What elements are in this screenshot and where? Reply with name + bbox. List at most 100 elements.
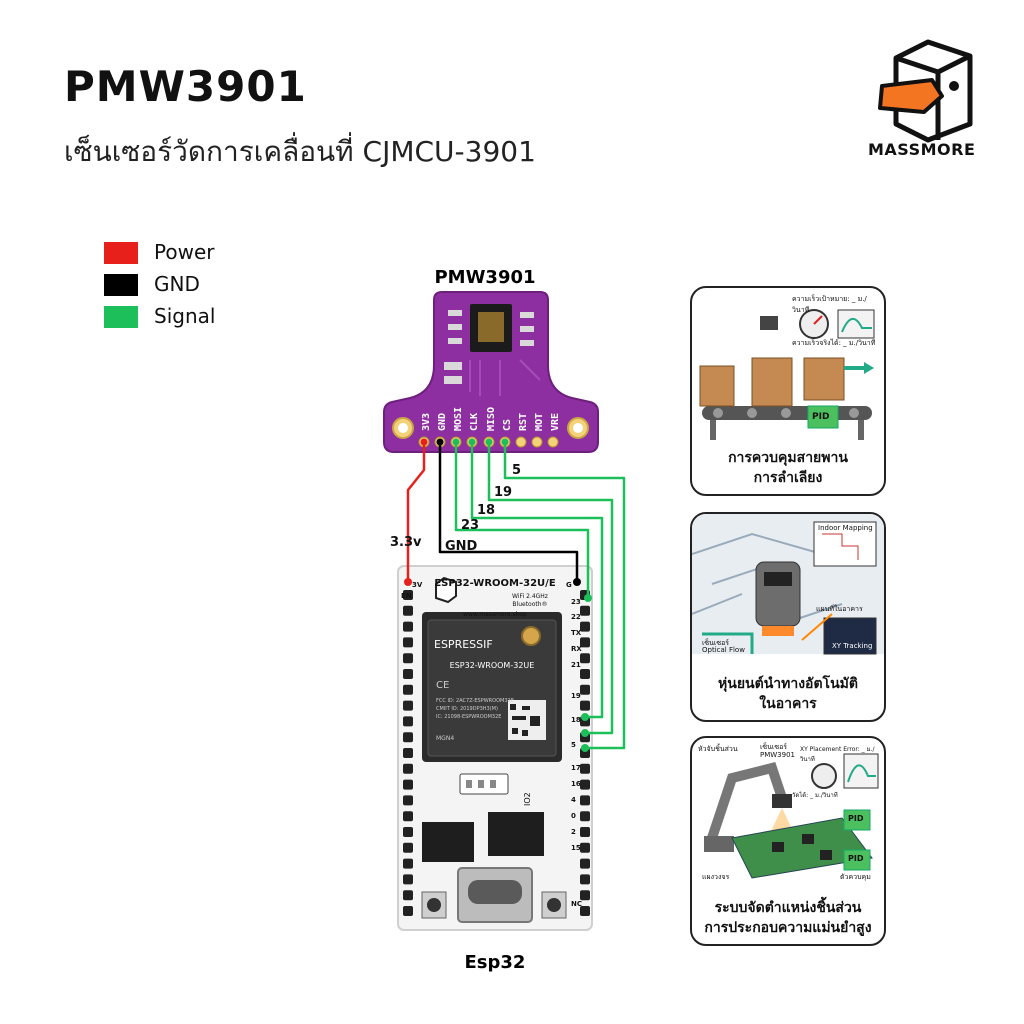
massmore-logo bbox=[878, 39, 973, 143]
panel-label: วัดได้: _ ม./วินาที bbox=[792, 792, 838, 799]
header-pin bbox=[580, 811, 590, 822]
header-pin bbox=[403, 732, 413, 743]
sensor-pin-label: GND bbox=[437, 413, 448, 431]
header-pin bbox=[403, 906, 413, 916]
wire-clk-18 bbox=[470, 442, 604, 719]
board-pin-rx: RX bbox=[571, 645, 582, 653]
legend-label-gnd: GND bbox=[154, 272, 200, 296]
page-subtitle: เซ็นเซอร์วัดการเคลื่อนที่ CJMCU-3901 bbox=[64, 135, 536, 168]
header-pin bbox=[580, 827, 590, 837]
board-pin-16: 16 bbox=[571, 780, 581, 788]
panel-caption: หุ่นยนต์นำทางอัตโนมัติ ในอาคาร bbox=[698, 674, 878, 714]
board-pin-4: 4 bbox=[571, 796, 576, 804]
svg-text:CMIIT ID: 2019DP3H3(M): CMIIT ID: 2019DP3H3(M) bbox=[436, 706, 498, 712]
panel-caption: การควบคุมสายพาน การลำเลียง bbox=[698, 448, 878, 488]
panel-label: XY Placement Error: _ ม./วินาที bbox=[800, 746, 875, 763]
esp32-board bbox=[397, 565, 593, 931]
wire-label-gnd: GND bbox=[445, 539, 478, 554]
svg-text:CE: CE bbox=[436, 680, 449, 691]
header-pin bbox=[403, 700, 413, 711]
sensor-pin-label: CS bbox=[502, 419, 513, 431]
indoor-robot-illustration bbox=[692, 514, 884, 655]
legend-swatch-power bbox=[104, 242, 138, 264]
header-pin bbox=[403, 590, 413, 600]
wire-label-5: 5 bbox=[512, 463, 521, 478]
board-pin-en: EN bbox=[401, 592, 412, 600]
wire-label-23: 23 bbox=[461, 518, 479, 533]
header-pin bbox=[580, 906, 590, 916]
board-pin-tx: TX bbox=[571, 629, 582, 637]
header-pin bbox=[580, 890, 590, 901]
legend-label-signal: Signal bbox=[154, 304, 216, 328]
header-pin bbox=[403, 842, 413, 853]
header-pin bbox=[403, 748, 413, 758]
board-silk-bt: Bluetooth® bbox=[512, 601, 547, 608]
panel-caption-line: การควบคุมสายพาน bbox=[728, 450, 848, 466]
header-pin bbox=[580, 858, 590, 869]
wire-label-19: 19 bbox=[494, 485, 512, 500]
header-pin bbox=[403, 763, 413, 774]
board-pin-19: 19 bbox=[571, 692, 581, 700]
header-pin bbox=[580, 779, 590, 790]
panel-conveyor-control: ความเร็วเป้าหมาย: _ ม./วินาที ความเร็วจร… bbox=[690, 286, 886, 496]
header-pin bbox=[580, 842, 590, 853]
header-pin bbox=[580, 637, 590, 648]
panel-caption-line: ระบบจัดตำแหน่งชิ้นส่วน bbox=[714, 900, 862, 916]
sensor-pin-label: CLK bbox=[469, 413, 480, 431]
placement-illustration bbox=[704, 753, 879, 879]
board-pin-3v: 3V bbox=[412, 581, 423, 589]
wire-cs-5 bbox=[503, 442, 626, 750]
header-pin bbox=[580, 684, 590, 695]
panel-caption-line: การลำเลียง bbox=[753, 470, 823, 486]
panel-label: PID bbox=[812, 412, 830, 422]
header-pin bbox=[580, 621, 590, 632]
board-pin-nc: NC bbox=[571, 900, 582, 908]
header-pin bbox=[403, 684, 413, 695]
brand-name: MASSMORE bbox=[868, 140, 976, 159]
board-silk-title: ESP32-WROOM-32U/E bbox=[434, 578, 556, 589]
svg-text:IC: 21098-ESPWROOM32E: IC: 21098-ESPWROOM32E bbox=[436, 714, 501, 720]
wire-label-3v3: 3.3v bbox=[390, 535, 422, 550]
panel-component-placement: หัวจับชิ้นส่วน เซ็นเซอร์ PMW3901 XY Plac… bbox=[690, 736, 886, 946]
board-label: Esp32 bbox=[465, 952, 526, 973]
panel-label: ความเร็วจริงได้: _ ม./วินาที bbox=[792, 339, 876, 347]
wire-power-3v3 bbox=[406, 442, 426, 582]
legend-swatch-signal bbox=[104, 306, 138, 328]
board-pin-0: 0 bbox=[571, 812, 576, 820]
panel-label: PID bbox=[848, 814, 864, 823]
conveyor-illustration bbox=[699, 309, 875, 440]
wire-gnd bbox=[438, 442, 579, 582]
sensor-pin-label: VRE bbox=[550, 413, 561, 431]
sensor-pin-label: MOT bbox=[534, 413, 545, 431]
header-pin bbox=[580, 669, 590, 679]
header-pin bbox=[580, 605, 590, 616]
panel-label: เซ็นเซอร์ bbox=[760, 743, 788, 751]
panel-label: Optical Flow bbox=[702, 646, 745, 654]
sensor-pin-label: MOSI bbox=[453, 407, 464, 431]
board-pin-g: G bbox=[566, 581, 572, 589]
sensor-pin-label: 3V3 bbox=[421, 413, 432, 431]
wire-mosi-23 bbox=[454, 442, 590, 598]
panel-label: PID bbox=[848, 854, 864, 863]
header-pin bbox=[403, 890, 413, 901]
header-pin bbox=[403, 621, 413, 632]
module-name: ESP32-WROOM-32UE bbox=[450, 661, 535, 670]
board-pin-15: 15 bbox=[571, 844, 581, 852]
header-pin bbox=[580, 795, 590, 806]
header-pin bbox=[403, 858, 413, 869]
panel-label: ตัวควบคุม bbox=[840, 873, 871, 881]
panel-caption: ระบบจัดตำแหน่งชิ้นส่วน การประกอบความแม่น… bbox=[698, 898, 878, 938]
header-pin bbox=[580, 874, 590, 885]
header-pin bbox=[403, 779, 413, 790]
header-pin bbox=[403, 874, 413, 885]
header-pin bbox=[403, 669, 413, 679]
svg-text:MGN4: MGN4 bbox=[436, 735, 454, 742]
panel-label: XY Tracking bbox=[832, 642, 873, 650]
board-pin-22: 22 bbox=[571, 613, 581, 621]
module-brand: ESPRESSIF bbox=[434, 638, 493, 651]
board-pin-23: 23 bbox=[571, 598, 581, 606]
header-pin bbox=[403, 811, 413, 822]
header-pin bbox=[580, 653, 590, 664]
board-silk-wifi: WiFi 2.4GHz bbox=[512, 593, 548, 600]
panel-label: แผนที่ในอาคาร bbox=[816, 605, 863, 613]
